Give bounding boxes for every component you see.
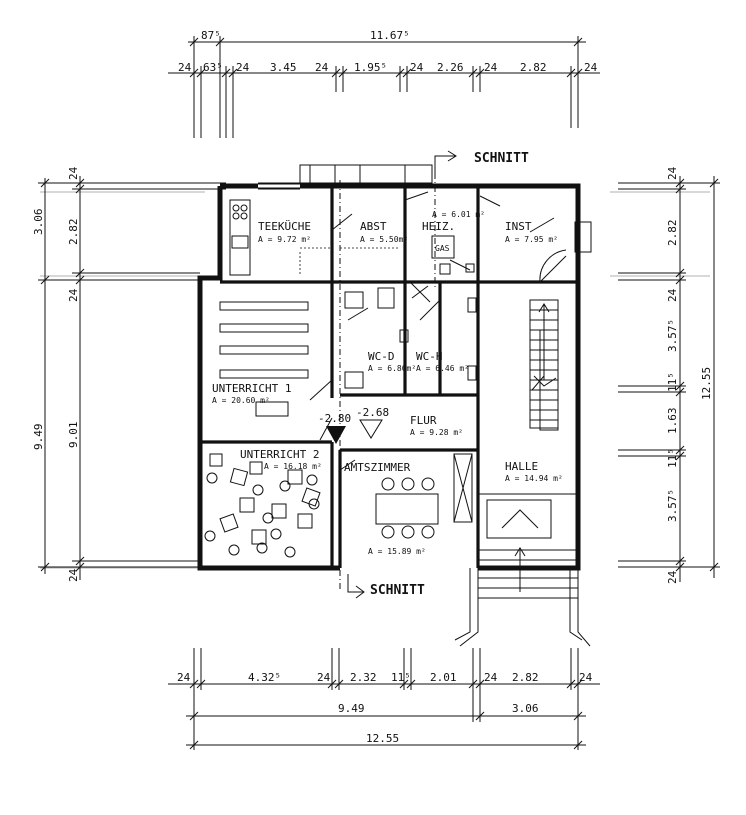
top-dimensions: 87⁵ 11.67⁵ 24 63⁵ 24 3.45 24 1.95⁵ 24 2.…	[168, 29, 600, 138]
room-name-unterricht-1: UNTERRICHT 1	[212, 382, 291, 395]
background-grid	[40, 191, 710, 569]
dim-right-d: 3.57⁵	[666, 319, 679, 352]
dim-left-949: 9.49	[32, 424, 45, 451]
dim-top-d: 3.45	[270, 61, 297, 74]
dim-right-f: 1.63	[666, 408, 679, 435]
dim-left-e: 24	[67, 568, 80, 582]
level-label-1: -2.80	[318, 412, 351, 425]
dim-bottom-1255: 12.55	[366, 732, 399, 745]
room-area-heiz: A = 6.01 m²	[432, 210, 485, 219]
dim-right-1255: 12.55	[700, 367, 713, 400]
room-labels: TEEKÜCHE A = 9.72 m² ABST A = 5.50m² HEI…	[212, 210, 563, 556]
dim-bottom-d: 2.32	[350, 671, 377, 684]
room-name-flur: FLUR	[410, 414, 437, 427]
dim-top-h: 2.26	[437, 61, 464, 74]
dim-left-c: 24	[67, 288, 80, 302]
room-name-amtszimmer: AMTSZIMMER	[344, 461, 411, 474]
furniture	[204, 199, 477, 558]
room-name-inst: INST	[505, 220, 532, 233]
room-area-inst: A = 7.95 m²	[505, 235, 558, 244]
dim-bottom-a: 24	[177, 671, 191, 684]
dim-bottom-e: 11⁵	[391, 671, 411, 684]
dim-right-i: 24	[666, 570, 679, 584]
dim-left-d: 9.01	[67, 422, 80, 449]
room-area-halle: A = 14.94 m²	[505, 474, 563, 483]
dim-right-g: 11⁵	[666, 448, 679, 468]
dim-left-a: 24	[67, 166, 80, 180]
room-name-halle: HALLE	[505, 460, 538, 473]
dim-bottom-h: 2.82	[512, 671, 539, 684]
room-area-abst: A = 5.50m²	[360, 235, 408, 244]
right-dimensions: 24 2.82 24 3.57⁵ 11⁵ 1.63 11⁵ 3.57⁵ 24 1…	[618, 166, 720, 584]
room-area-wc-h: A = 6.46 m²	[416, 364, 469, 373]
dim-right-e: 11⁵	[666, 372, 679, 392]
dim-top-k: 24	[584, 61, 598, 74]
room-name-heiz: HEIZ.	[422, 220, 455, 233]
dim-top-11675: 11.67⁵	[370, 29, 410, 42]
dim-bottom-949: 9.49	[338, 702, 365, 715]
room-area-amtszimmer: A = 15.89 m²	[368, 547, 426, 556]
dim-bottom-f: 2.01	[430, 671, 457, 684]
section-marker-bottom: SCHNITT	[347, 574, 425, 599]
dim-bottom-306: 3.06	[512, 702, 539, 715]
room-area-wc-d: A = 6.86m²	[368, 364, 416, 373]
left-dimensions: 3.06 9.49 24 2.82 24 9.01 24	[32, 166, 226, 582]
level-markers: -2.80 -2.68	[318, 406, 389, 444]
room-name-teekueche: TEEKÜCHE	[258, 220, 311, 233]
dim-bottom-c: 24	[317, 671, 331, 684]
room-area-teekueche: A = 9.72 m²	[258, 235, 311, 244]
dim-top-g: 24	[410, 61, 424, 74]
room-area-unterricht-2: A = 16.18 m²	[264, 462, 322, 471]
room-name-wc-d: WC-D	[368, 350, 395, 363]
room-area-flur: A = 9.28 m²	[410, 428, 463, 437]
dim-bottom-b: 4.32⁵	[248, 671, 281, 684]
dim-top-b: 63⁵	[203, 61, 223, 74]
dim-top-e: 24	[315, 61, 329, 74]
dim-left-b: 2.82	[67, 219, 80, 246]
dim-right-a: 24	[666, 166, 679, 180]
section-marker-top: SCHNITT	[434, 150, 529, 176]
dim-top-a: 24	[178, 61, 192, 74]
dim-top-j: 2.82	[520, 61, 547, 74]
doors	[309, 191, 567, 471]
dim-right-c: 24	[666, 288, 679, 302]
dim-top-f: 1.95⁵	[354, 61, 387, 74]
dim-top-i: 24	[484, 61, 498, 74]
walls	[197, 164, 592, 647]
dim-bottom-i: 24	[579, 671, 593, 684]
gas-label: GAS	[435, 244, 450, 253]
section-label-top: SCHNITT	[474, 151, 529, 166]
dim-top-875: 87⁵	[201, 29, 221, 42]
bottom-dimensions: 24 4.32⁵ 24 2.32 11⁵ 2.01 24 2.82 24 9.4…	[168, 648, 600, 750]
room-name-wc-h: WC-H	[416, 350, 443, 363]
dim-bottom-g: 24	[484, 671, 498, 684]
room-area-unterricht-1: A = 20.60 m²	[212, 396, 270, 405]
level-label-2: -2.68	[356, 406, 389, 419]
dim-right-h: 3.57⁵	[666, 489, 679, 522]
room-name-abst: ABST	[360, 220, 387, 233]
room-name-unterricht-2: UNTERRICHT 2	[240, 448, 319, 461]
dim-top-c: 24	[236, 61, 250, 74]
dim-right-b: 2.82	[666, 220, 679, 247]
section-label-bottom: SCHNITT	[370, 583, 425, 598]
dim-left-306: 3.06	[32, 209, 45, 236]
